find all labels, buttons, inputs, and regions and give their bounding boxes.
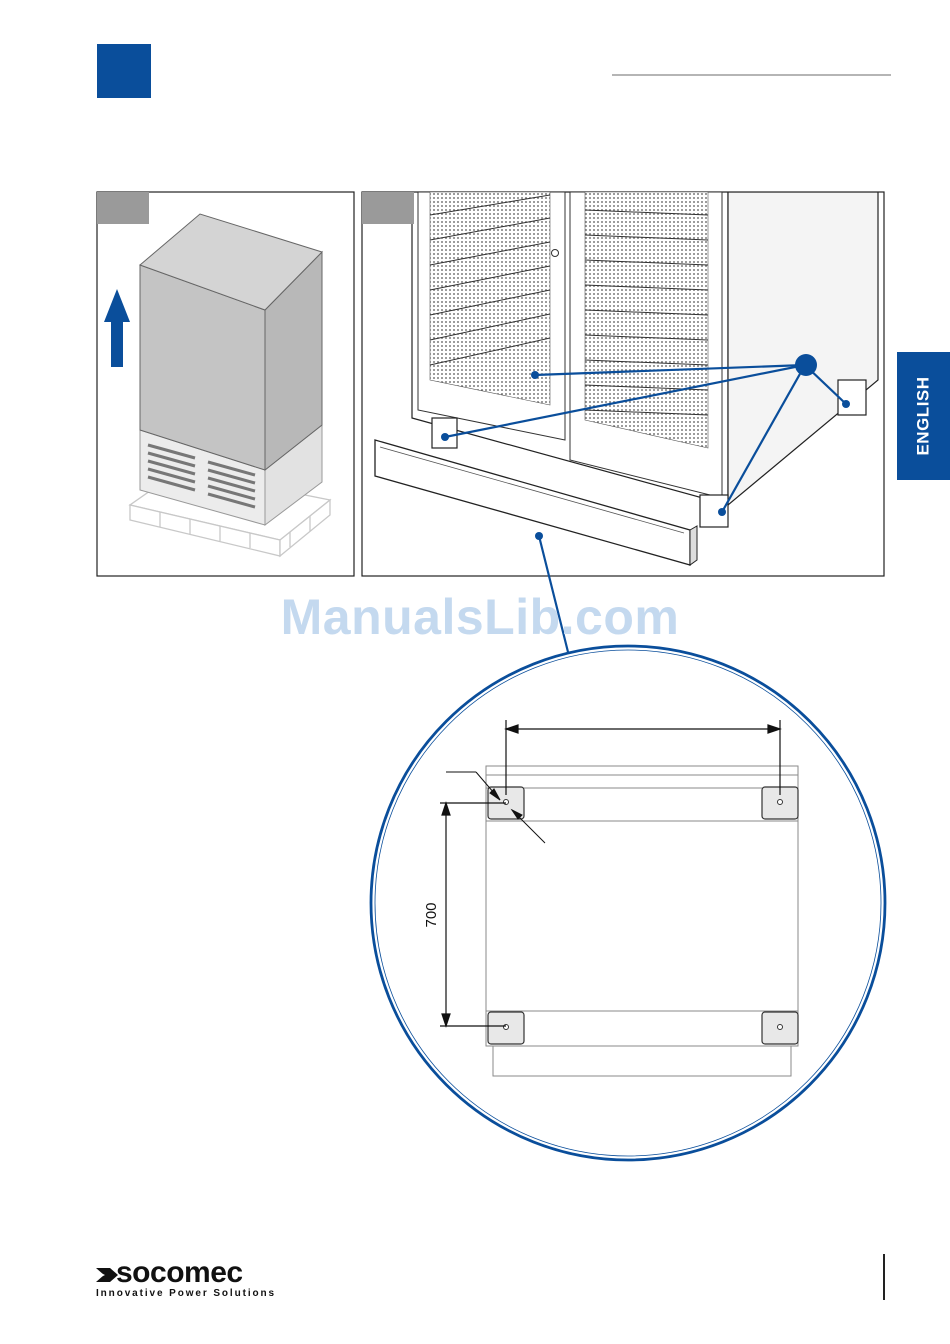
vent-grilles-right xyxy=(585,192,708,448)
company-logo: socomec Innovative Power Solutions xyxy=(96,1262,296,1302)
packaging-cover xyxy=(140,214,322,470)
step-label-box-b xyxy=(362,192,414,224)
watermark: ManualsLib.com xyxy=(230,588,730,646)
depth-dimension-label: 700 xyxy=(422,895,442,935)
step-label-box-a xyxy=(97,192,149,224)
cabinet-panel xyxy=(362,192,884,576)
logo-brand: socomec xyxy=(116,1256,243,1290)
language-tab: ENGLISH xyxy=(897,352,950,480)
logo-tagline: Innovative Power Solutions xyxy=(96,1288,276,1299)
language-tab-label: ENGLISH xyxy=(914,376,934,455)
socomec-logo-icon xyxy=(96,1264,118,1286)
foot-rear-right xyxy=(838,380,866,415)
footprint-detail xyxy=(371,646,885,1160)
callout-marker xyxy=(795,354,817,376)
foot-front-left xyxy=(432,418,457,448)
footer-rule xyxy=(883,1254,885,1300)
unpacking-panel xyxy=(97,192,354,576)
